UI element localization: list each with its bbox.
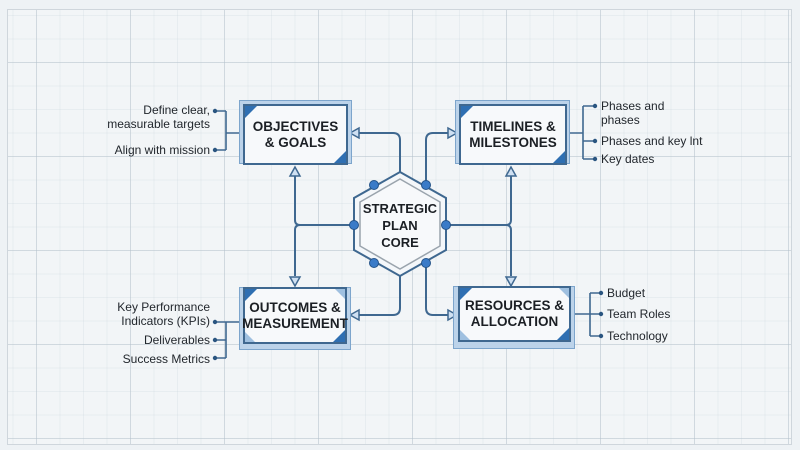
bullet-dot: [598, 290, 604, 296]
corner-accent: [557, 328, 569, 340]
outcomes-node[interactable]: OUTCOMES & MEASUREMENT: [242, 287, 348, 344]
corner-accent: [245, 289, 257, 301]
objectives-note-2: Align with mission: [114, 143, 210, 157]
bullet-dot: [592, 138, 598, 144]
bullet-dot: [212, 108, 218, 114]
objectives-note-1: Define clear, measurable targets: [107, 103, 210, 131]
resources-note-1: Budget: [607, 286, 646, 300]
resources-note-2: Team Roles: [607, 307, 671, 321]
core-dot-right: [441, 220, 451, 230]
arrow-to-objectives: [348, 126, 360, 140]
bullet-dot: [592, 103, 598, 109]
objectives-label: OBJECTIVES & GOALS: [252, 118, 339, 150]
corner-accent: [461, 106, 473, 118]
timelines-note-1: Phases and phases: [601, 99, 665, 127]
bullet-dot: [212, 147, 218, 153]
core-dot-bottom-right: [421, 258, 431, 268]
bullet-dot: [592, 156, 598, 162]
core-hexagon-inner: [359, 178, 441, 270]
corner-accent: [553, 151, 565, 163]
bullet-dot: [212, 337, 218, 343]
outcomes-note-1: Key Performance Indicators (KPIs): [117, 300, 210, 328]
arrow-down-resources: [504, 276, 518, 288]
arrow-to-timelines: [447, 126, 459, 140]
objectives-node[interactable]: OBJECTIVES & GOALS: [243, 104, 348, 165]
timelines-note-2: Phases and key lnt: [601, 134, 703, 148]
corner-accent: [335, 289, 345, 299]
resources-node[interactable]: RESOURCES & ALLOCATION: [458, 286, 571, 342]
timelines-note-3: Key dates: [601, 152, 655, 166]
corner-accent: [460, 330, 470, 340]
resources-label: RESOURCES & ALLOCATION: [464, 298, 564, 329]
corner-accent: [334, 151, 346, 163]
corner-accent: [559, 288, 569, 298]
arrow-to-outcomes: [348, 308, 360, 322]
timelines-label: TIMELINES & MILESTONES: [469, 118, 557, 150]
bullet-dot: [598, 333, 604, 339]
outcomes-note-2: Deliverables: [143, 333, 210, 347]
corner-accent: [245, 106, 257, 118]
core-label: STRATEGIC PLAN CORE: [362, 201, 438, 250]
outcomes-note-3: Success Metrics: [122, 352, 210, 366]
arrow-to-resources: [447, 308, 459, 322]
outcomes-label: OUTCOMES & MEASUREMENT: [242, 299, 348, 331]
resources-note-3: Technology: [607, 329, 668, 343]
bullet-dot: [212, 319, 218, 325]
core-dot-top-left: [369, 180, 379, 190]
arrow-down-outcomes: [288, 276, 302, 288]
corner-accent: [460, 288, 472, 300]
timelines-node[interactable]: TIMELINES & MILESTONES: [459, 104, 567, 165]
arrow-up-timelines: [504, 165, 518, 177]
core-dot-left: [349, 220, 359, 230]
corner-accent: [245, 332, 255, 342]
core-dot-bottom-left: [369, 258, 379, 268]
arrow-up-objectives: [288, 165, 302, 177]
core-dot-top-right: [421, 180, 431, 190]
bullet-dot: [598, 311, 604, 317]
bullet-dot: [212, 355, 218, 361]
corner-accent: [333, 330, 345, 342]
